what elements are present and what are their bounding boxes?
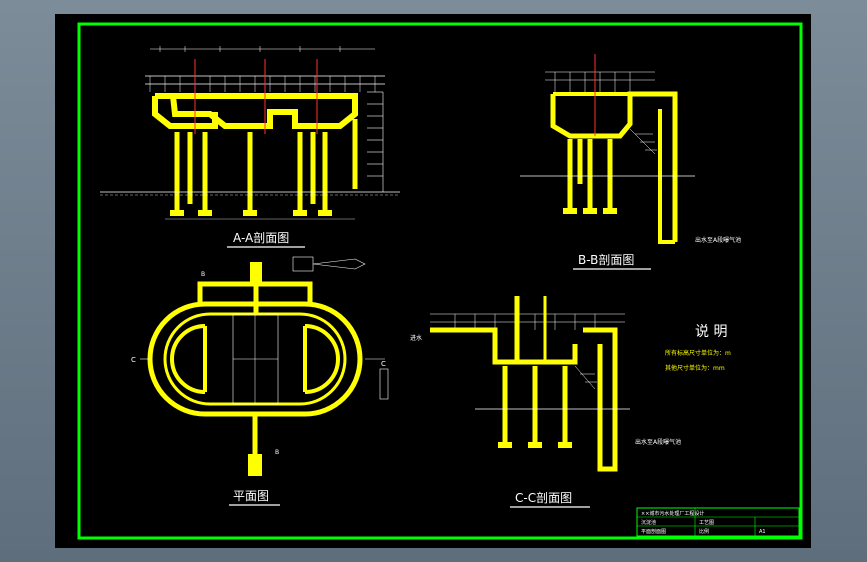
title-block-row1: ××城市污水处理厂工程设计 [641,510,704,517]
title-block-row2-left: 沉淀池 [641,519,656,526]
title-block-row3-mid: 比例 [699,528,709,535]
title-block-row3-right: A1 [759,529,766,535]
notes-line-2: 其他尺寸单位为：mm [665,364,725,372]
section-cc-title: C-C剖面图 [515,491,572,505]
section-aa-title: A-A剖面图 [233,231,289,245]
notes-line-1: 所有标高尺寸单位为：m [665,349,731,357]
plan-left-marker: C [131,356,136,364]
drawing-canvas[interactable]: A-A剖面图 出水至A段曝气池 B-B剖面图 [55,14,811,548]
plan-title: 平面图 [233,489,269,503]
section-aa-drawing [100,46,400,220]
notes-heading: 说 明 [695,324,727,340]
title-block [636,507,800,537]
title-block-row2-right: 工艺图 [699,520,714,526]
bb-outlet-callout: 出水至A段曝气池 [695,236,741,244]
plan-drawing [140,256,389,476]
drawing-svg: A-A剖面图 出水至A段曝气池 B-B剖面图 [77,22,803,540]
section-cc-drawing [430,296,630,472]
cc-inlet-callout: 进水 [410,334,422,342]
frame-border [77,22,803,540]
section-bb-drawing [520,54,695,244]
plan-right-marker: C [381,360,386,368]
cc-outlet-callout: 出水至A段曝气池 [635,438,681,446]
plan-bottom-marker: B [275,449,279,456]
plan-top-marker: B [201,271,205,278]
title-block-row3-left: 平面剖面图 [641,528,666,535]
section-bb-title: B-B剖面图 [578,253,634,267]
